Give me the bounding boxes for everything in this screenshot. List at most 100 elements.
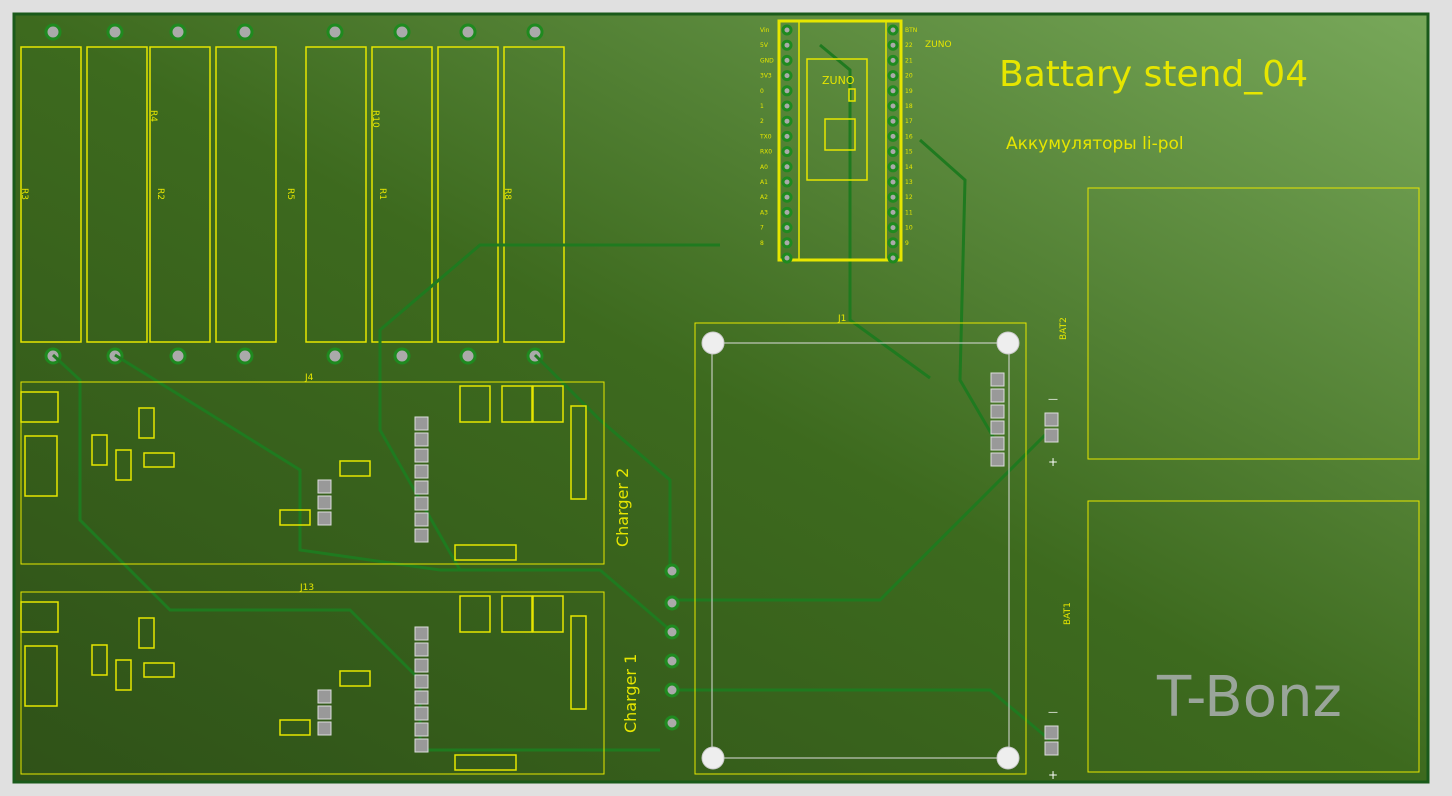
charger-1-label: Charger 1 <box>621 654 640 733</box>
resistor-outline <box>503 46 565 343</box>
zuno-right-pin-label: 19 <box>905 88 913 95</box>
mount-hole <box>996 331 1020 355</box>
resistor-pad <box>44 23 62 41</box>
bat2-minus: — <box>1048 394 1058 405</box>
zuno-pin <box>887 54 899 66</box>
header-pin <box>414 642 429 657</box>
zuno-pin <box>887 222 899 234</box>
header-pin <box>414 512 429 527</box>
header-pin <box>414 706 429 721</box>
zuno-pin <box>887 206 899 218</box>
header-pin <box>1044 412 1059 427</box>
resistor-pad <box>393 347 411 365</box>
header-pin <box>414 448 429 463</box>
resistor-outline <box>149 46 211 343</box>
zuno-pin <box>887 130 899 142</box>
header-pin <box>990 452 1005 467</box>
resistor-label: R8 <box>502 188 512 200</box>
zuno-pin <box>781 161 793 173</box>
copper-traces <box>51 43 1052 752</box>
resistor-pad <box>393 23 411 41</box>
zuno-pin <box>781 206 793 218</box>
zuno-right-pin-label: 17 <box>905 118 913 125</box>
zuno-left-pin-label: A0 <box>760 164 768 171</box>
j1-module: J1 <box>694 314 1027 775</box>
header-pin <box>317 705 332 720</box>
header-pin <box>1044 741 1059 756</box>
zuno-pin <box>781 100 793 112</box>
mount-hole <box>701 331 725 355</box>
resistor-label: R1 <box>377 188 387 200</box>
header-pin <box>414 674 429 689</box>
zuno-pin <box>781 222 793 234</box>
resistor-label: R4 <box>148 110 158 122</box>
via-pad <box>664 624 680 640</box>
resistor-outline <box>20 46 82 343</box>
zuno-right-pin-label: 12 <box>905 194 913 201</box>
zuno-pin <box>781 85 793 97</box>
header-pin <box>317 721 332 736</box>
header-pin <box>317 479 332 494</box>
zuno-pin <box>781 191 793 203</box>
mount-hole <box>701 746 725 770</box>
zuno-pin <box>781 252 793 264</box>
header-pin <box>1044 428 1059 443</box>
header-pin <box>414 432 429 447</box>
zuno-pin <box>781 237 793 249</box>
via-pad <box>664 595 680 611</box>
resistor-pad <box>526 23 544 41</box>
zuno-right-pin-label: 20 <box>905 73 913 80</box>
zuno-left-pin-label: A1 <box>760 179 768 186</box>
header-pin <box>990 404 1005 419</box>
zuno-left-pin-label: 1 <box>760 103 764 110</box>
header-pin <box>414 722 429 737</box>
zuno-left-pin-label: A2 <box>760 194 768 201</box>
zuno-pin <box>887 85 899 97</box>
resistor-outline <box>215 46 277 343</box>
zuno-left-pin-label: TX0 <box>759 133 772 140</box>
battery-holders: BAT2 BAT1 — + — + <box>1048 187 1420 782</box>
board-title: Battary stend_04 <box>999 54 1308 95</box>
resistor-pad <box>169 23 187 41</box>
zuno-right-pin-label: 9 <box>905 240 909 247</box>
zuno-pin <box>887 252 899 264</box>
header-pin <box>414 496 429 511</box>
zuno-right-pin-label: 14 <box>905 164 913 171</box>
resistor-pad <box>106 23 124 41</box>
header-pin <box>317 511 332 526</box>
charger-2-module: J4 Charger 2 <box>20 373 632 565</box>
zuno-pin <box>781 115 793 127</box>
charger-2-label: Charger 2 <box>613 468 632 547</box>
resistor-outline <box>305 46 367 343</box>
zuno-left-pin-label: 0 <box>760 88 764 95</box>
header-pin <box>414 658 429 673</box>
bat2-plus: + <box>1048 455 1058 469</box>
resistor-pad <box>236 23 254 41</box>
via-pad <box>664 653 680 669</box>
zuno-left-pin-label: 8 <box>760 240 764 247</box>
zuno-right-pin-label: 13 <box>905 179 913 186</box>
charger-1-module: J13 Charger 1 <box>20 583 640 775</box>
zuno-pin <box>887 176 899 188</box>
resistor-pad <box>169 347 187 365</box>
via-pad <box>664 715 680 731</box>
board-subtitle: Аккумуляторы li-pol <box>1006 134 1184 154</box>
resistor-outline <box>437 46 499 343</box>
zuno-pin <box>781 70 793 82</box>
mount-hole <box>996 746 1020 770</box>
zuno-pin <box>781 39 793 51</box>
brand-label: T-Bonz <box>1156 665 1342 730</box>
pcb-substrate <box>12 12 1430 784</box>
header-pin <box>990 372 1005 387</box>
zuno-left-pin-label: GND <box>760 57 774 64</box>
j4-label: J4 <box>304 373 314 383</box>
resistor-pad <box>326 347 344 365</box>
j13-label: J13 <box>299 583 314 593</box>
resistor-label: R3 <box>19 188 29 200</box>
resistor-outline <box>86 46 148 343</box>
zuno-left-pin-label: 5V <box>760 42 769 49</box>
zuno-left-pin-label: 7 <box>760 225 764 232</box>
bat1-label: BAT1 <box>1063 602 1073 625</box>
header-pin <box>414 528 429 543</box>
